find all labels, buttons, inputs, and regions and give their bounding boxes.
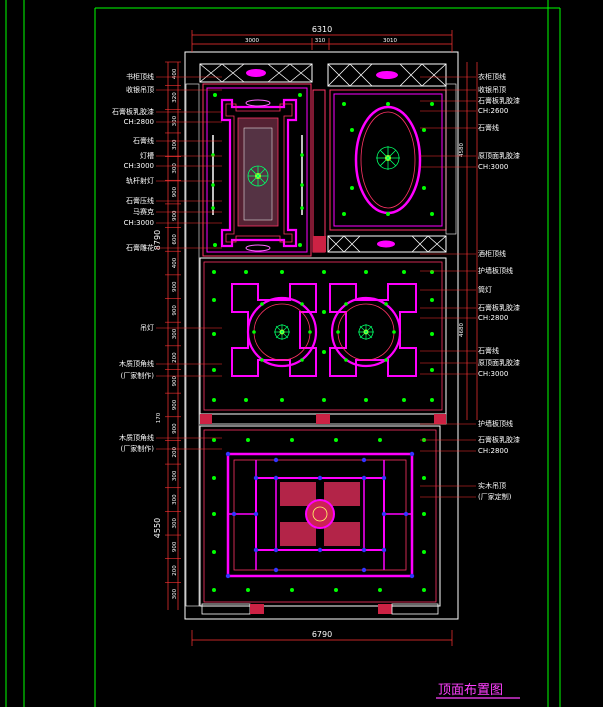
left-annotation-label: 石膏板乳胶漆 bbox=[112, 107, 154, 116]
bottom-dimension-text: 6790 bbox=[312, 630, 332, 639]
left-annotation-label: 木质顶角线 bbox=[119, 433, 154, 442]
right-annotation-label: (厂家定制) bbox=[478, 492, 512, 501]
left-annotation-label: CH:2800 bbox=[124, 118, 154, 126]
left-small-dim: 300 bbox=[172, 494, 178, 505]
left-dimension-3: 4550 bbox=[153, 518, 162, 538]
left-small-dim: 900 bbox=[172, 210, 178, 221]
right-wall-strip bbox=[445, 83, 457, 235]
left-annotation-label: (厂家制作) bbox=[121, 371, 155, 380]
right-annotations: 衣柜顶线收银吊顶石膏板乳胶漆CH:2600石膏线原顶面乳胶漆CH:3000酒柜顶… bbox=[478, 72, 520, 501]
upper-left-zone bbox=[202, 83, 312, 257]
left-dimension-1: 8790 bbox=[153, 230, 162, 250]
right-annotation-label: 石膏板乳胶漆 bbox=[478, 435, 520, 444]
left-dimension-2: 170 bbox=[156, 412, 162, 423]
upper-right-zone bbox=[329, 89, 447, 231]
left-small-dim: 200 bbox=[172, 565, 178, 576]
top-sub-dim-1: 3000 bbox=[245, 38, 259, 44]
top-cabinet-right bbox=[327, 63, 447, 87]
right-annotation-label: 护墙板顶线 bbox=[478, 266, 513, 275]
left-small-dim: 300 bbox=[172, 517, 178, 528]
bottom-dimension: 6790 bbox=[191, 630, 453, 646]
lower-zone bbox=[199, 425, 441, 615]
left-small-dim: 300 bbox=[172, 470, 178, 481]
right-annotation-label: 石膏线 bbox=[478, 346, 499, 355]
left-small-dim: 400 bbox=[172, 257, 178, 268]
right-dimension-2: 4680 bbox=[459, 323, 465, 337]
left-small-dim: 600 bbox=[172, 234, 178, 245]
right-annotation-label: CH:2800 bbox=[478, 314, 508, 322]
top-dimension-text: 6310 bbox=[312, 25, 332, 34]
right-annotation-label: 实木吊顶 bbox=[478, 481, 506, 490]
left-annotation-label: 书柜顶线 bbox=[126, 72, 154, 81]
left-annotation-label: 石膏雕花 bbox=[126, 243, 154, 252]
left-small-dim: 300 bbox=[172, 328, 178, 339]
left-annotation-label: 轨杆射灯 bbox=[126, 176, 154, 185]
left-small-dim: 300 bbox=[172, 139, 178, 150]
left-small-dim: 200 bbox=[172, 352, 178, 363]
left-small-dim: 900 bbox=[172, 186, 178, 197]
top-dimension: 6310 3000 310 3010 bbox=[191, 25, 453, 52]
left-annotation-label: 吊灯 bbox=[140, 323, 154, 332]
top-cabinet-left bbox=[199, 63, 313, 83]
middle-divider-band bbox=[199, 413, 447, 425]
left-small-dim: 900 bbox=[172, 541, 178, 552]
left-annotation-label: 石膏线 bbox=[133, 136, 154, 145]
left-small-dim: 320 bbox=[172, 92, 178, 103]
right-annotation-label: 收银吊顶 bbox=[478, 85, 506, 94]
left-small-dim: 900 bbox=[172, 376, 178, 387]
annotation-leaders bbox=[156, 76, 476, 498]
right-dimension-1: 4580 bbox=[459, 143, 465, 157]
right-annotation-label: 石膏板乳胶漆 bbox=[478, 303, 520, 312]
left-small-dim: 400 bbox=[172, 68, 178, 79]
left-small-dim: 300 bbox=[172, 163, 178, 174]
right-annotation-label: 酒柜顶线 bbox=[478, 249, 506, 258]
right-annotation-label: 原顶面乳胶漆 bbox=[478, 151, 520, 160]
right-annotation-label: 筒灯 bbox=[478, 285, 492, 294]
left-small-dim: 300 bbox=[172, 588, 178, 599]
left-small-dim: 900 bbox=[172, 281, 178, 292]
upper-divider-column bbox=[312, 89, 326, 253]
left-annotation-label: (厂家制作) bbox=[121, 444, 155, 453]
left-annotation-label: 收银吊顶 bbox=[126, 85, 154, 94]
right-annotation-label: CH:2600 bbox=[478, 107, 508, 115]
left-annotation-label: 灯槽 bbox=[140, 151, 154, 160]
left-dimension-chain: 8790 170 4550 400 320 300 300 300 900 900 600 40… bbox=[153, 61, 181, 610]
left-small-dim: 900 bbox=[172, 305, 178, 316]
room-outline bbox=[184, 51, 459, 620]
right-annotation-label: CH:3000 bbox=[478, 370, 508, 378]
right-annotation-label: 护墙板顶线 bbox=[478, 419, 513, 428]
right-annotation-label: 石膏板乳胶漆 bbox=[478, 96, 520, 105]
left-small-dim: 200 bbox=[172, 447, 178, 458]
left-annotation-label: 石膏压线 bbox=[126, 196, 154, 205]
drawing-title: 顶面布置图 bbox=[438, 683, 503, 698]
right-annotation-label: 石膏线 bbox=[478, 123, 499, 132]
right-annotation-label: 衣柜顶线 bbox=[478, 72, 506, 81]
left-wall-strip bbox=[185, 83, 200, 607]
left-annotation-label: 马赛克 bbox=[133, 207, 154, 216]
right-annotation-label: CH:3000 bbox=[478, 163, 508, 171]
right-dimension-chain: 4580 4680 bbox=[459, 62, 478, 420]
right-annotation-label: CH:2800 bbox=[478, 447, 508, 455]
right-annotation-label: 原顶面乳胶漆 bbox=[478, 358, 520, 367]
middle-zone bbox=[199, 257, 447, 415]
wine-cabinet-top bbox=[313, 235, 447, 253]
left-small-dim: 900 bbox=[172, 399, 178, 410]
top-sub-dim-3: 3010 bbox=[383, 38, 397, 44]
left-annotation-label: CH:3000 bbox=[124, 162, 154, 170]
left-annotation-label: 木质顶角线 bbox=[119, 359, 154, 368]
left-small-dim: 300 bbox=[172, 115, 178, 126]
left-small-dim: 900 bbox=[172, 423, 178, 434]
left-annotation-label: CH:3000 bbox=[124, 219, 154, 227]
top-sub-dim-2: 310 bbox=[315, 38, 326, 44]
